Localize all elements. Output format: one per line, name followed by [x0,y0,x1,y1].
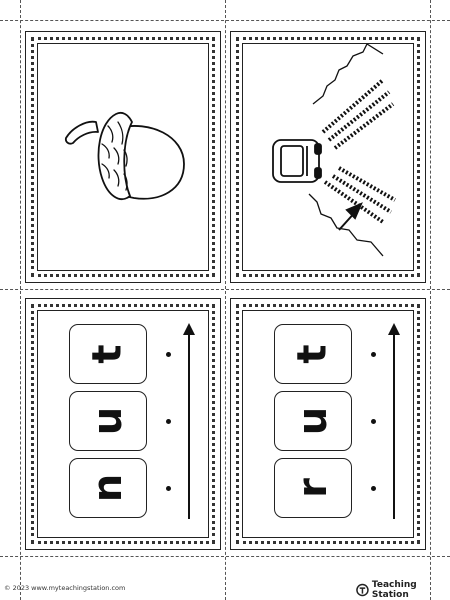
letter-tile: u [274,391,352,451]
letter-tile: n [69,458,147,518]
copyright-text: © 2023 www.myteachingstation.com [4,584,126,592]
sound-dot [166,419,171,424]
brand-name: Teaching Station [371,580,417,600]
picture-card-car [230,31,426,283]
sound-dot [371,419,376,424]
letter-tile: t [69,324,147,384]
sound-dot [371,486,376,491]
car-icon [272,44,396,257]
teaching-station-logo-icon [356,583,369,597]
letter-tile: t [274,324,352,384]
acorn-icon [64,111,185,200]
letter-tile: r [274,458,352,518]
brand-logo[interactable]: Teaching Station [356,580,450,600]
cut-guide-right [430,0,431,600]
arrow-up-icon [388,323,400,519]
sound-dot [166,486,171,491]
letter-tile: u [69,391,147,451]
word-card-nut: t u n [25,298,221,550]
cut-guide-left [20,0,21,600]
sound-dot [166,352,171,357]
arrow-up-icon [183,323,195,519]
sound-dot [371,352,376,357]
cut-guide-center [225,0,226,600]
picture-card-acorn [25,31,221,283]
word-card-rut: t u r [230,298,426,550]
